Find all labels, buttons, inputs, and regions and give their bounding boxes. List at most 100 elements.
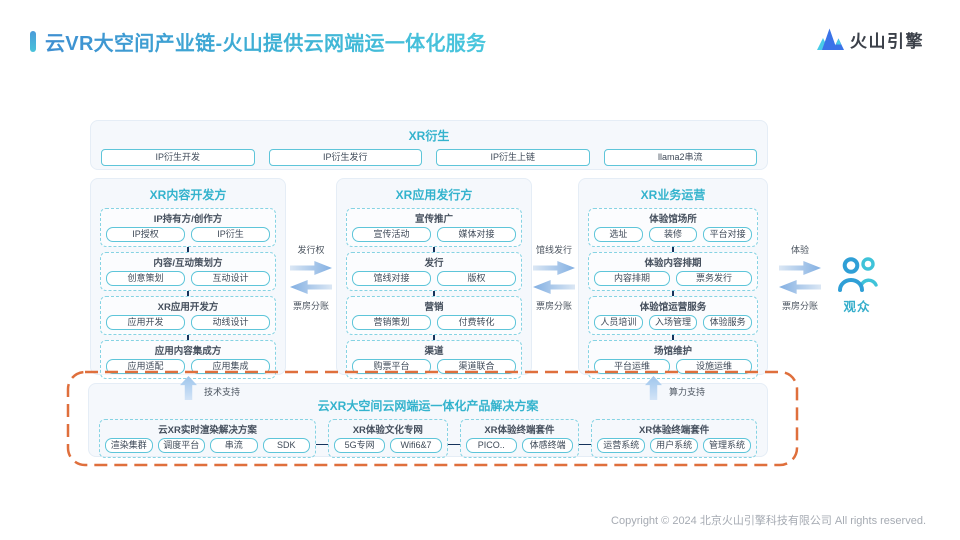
- group-item: 装修: [648, 227, 698, 242]
- flow-back-label: 票房分账: [781, 301, 818, 311]
- group-title: XR体验终端套件: [639, 425, 710, 436]
- group-app-developer: XR应用开发方 应用开发 动线设计: [100, 296, 276, 335]
- group-title: 云XR实时渲染解决方案: [158, 425, 257, 436]
- brand-logo: 火山引擎: [815, 26, 924, 52]
- group-title: 应用内容集成方: [154, 346, 222, 357]
- group-item: 应用集成: [191, 359, 270, 374]
- solution-group-rendering: 云XR实时渲染解决方案 渲染集群 调度平台 串流 SDK: [99, 419, 316, 458]
- group-item: 入场管理: [648, 315, 698, 330]
- group-item: 平台对接: [703, 227, 753, 242]
- column-xr-app-publisher: XR应用发行方 宣传推广 宣传活动 媒体对接 发行 馆线对接 版权 营销 营销策…: [336, 178, 532, 379]
- column-title: XR应用发行方: [395, 188, 473, 202]
- group-item: 5G专网: [334, 438, 386, 453]
- group-content-scheduling: 体验内容排期 内容排期 票务发行: [588, 252, 758, 291]
- group-item: 人员培训: [594, 315, 643, 330]
- group-ip-holder: IP持有方/创作方 IP授权 IP衍生: [100, 208, 276, 247]
- column-title: XR业务运营: [640, 188, 706, 202]
- group-content-planning: 内容/互动策划方 创意策划 互动设计: [100, 252, 276, 291]
- copyright-text: Copyright © 2024 北京火山引擎科技有限公司 All rights…: [611, 515, 926, 527]
- column-xr-content-developer: XR内容开发方 IP持有方/创作方 IP授权 IP衍生 内容/互动策划方 创意策…: [90, 178, 286, 379]
- group-content-integrator: 应用内容集成方 应用适配 应用集成: [100, 340, 276, 379]
- flow-forward-label: 馆线发行: [535, 245, 572, 255]
- solution-groups: 云XR实时渲染解决方案 渲染集群 调度平台 串流 SDK XR体验文化专网 5G…: [99, 419, 757, 458]
- vertical-connector: [187, 291, 189, 296]
- flow-forward-label: 体验: [790, 245, 809, 255]
- derivative-item: IP衍生发行: [268, 149, 422, 166]
- horizontal-connector: [447, 443, 460, 446]
- group-item: PICO..: [465, 438, 517, 453]
- group-item: IP衍生: [191, 227, 270, 242]
- group-item: 渠道联合: [437, 359, 516, 374]
- group-item: IP授权: [106, 227, 185, 242]
- group-title: 体验馆场所: [649, 214, 697, 225]
- solution-group-terminal: XR体验终端套件 PICO.. 体感终端: [459, 419, 580, 458]
- group-item: 体感终端: [521, 438, 574, 453]
- group-item: 选址: [594, 227, 643, 242]
- group-item: 购票平台: [352, 359, 431, 374]
- solution-group-systems: XR体验终端套件 运营系统 用户系统 管理系统: [591, 419, 757, 458]
- group-title: IP持有方/创作方: [153, 214, 223, 225]
- arrow-left-icon: [533, 280, 575, 294]
- flow-operator-to-audience: 体验 票房分账: [775, 243, 825, 312]
- solution-group-network: XR体验文化专网 5G专网 Wifi6&7: [328, 419, 448, 458]
- horizontal-connector: [316, 443, 328, 446]
- group-publishing: 发行 馆线对接 版权: [346, 252, 522, 291]
- flow-forward-label: 发行权: [297, 245, 325, 255]
- group-item: 应用适配: [106, 359, 185, 374]
- arrow-up-icon: [645, 376, 662, 400]
- arrow-right-icon: [779, 261, 821, 275]
- group-item: 用户系统: [650, 438, 699, 453]
- group-channels: 渠道 购票平台 渠道联合: [346, 340, 522, 379]
- group-title: 内容/互动策划方: [153, 258, 223, 269]
- support-label: 技术支持: [204, 387, 241, 397]
- volcano-mountain-icon: [817, 28, 844, 50]
- group-venue: 体验馆场所 选址 装修 平台对接: [588, 208, 758, 247]
- group-item: 应用开发: [106, 315, 185, 330]
- group-item: 串流: [210, 438, 258, 453]
- group-item: 动线设计: [191, 315, 270, 330]
- group-title: 体验馆运营服务: [639, 302, 707, 313]
- support-computing: 算力支持: [645, 376, 705, 400]
- group-item: 平台运维: [594, 359, 670, 374]
- derivative-item: IP衍生开发: [101, 149, 255, 166]
- audience-label: 观众: [843, 300, 871, 314]
- group-item: 馆线对接: [352, 271, 431, 286]
- brand-logo-text: 火山引擎: [850, 31, 924, 51]
- two-people-icon: [838, 257, 878, 292]
- vertical-connector: [433, 247, 435, 252]
- header: 云VR大空间产业链-火山提供云网端运一体化服务: [30, 27, 486, 56]
- group-title: 发行: [424, 258, 444, 269]
- vertical-connector: [672, 291, 674, 296]
- group-venue-maintenance: 场馆维护 平台运维 设施运维: [588, 340, 758, 379]
- group-title: 场馆维护: [653, 346, 692, 357]
- audience: 观众: [826, 253, 888, 315]
- group-title: XR应用开发方: [157, 302, 219, 313]
- support-label: 算力支持: [669, 387, 706, 397]
- derivative-item: llama2串流: [603, 149, 757, 166]
- group-item: 内容排期: [594, 271, 670, 286]
- column-xr-business-operations: XR业务运营 体验馆场所 选址 装修 平台对接 体验内容排期 内容排期 票务发行…: [578, 178, 768, 379]
- group-item: 体验服务: [703, 315, 753, 330]
- group-item: 营销策划: [352, 315, 431, 330]
- xr-derivatives-items: IP衍生开发 IP衍生发行 IP衍生上链 llama2串流: [101, 149, 757, 166]
- group-item: 调度平台: [157, 438, 205, 453]
- group-item: SDK: [262, 438, 310, 453]
- page-title: 云VR大空间产业链-火山提供云网端运一体化服务: [45, 27, 486, 56]
- vertical-connector: [672, 247, 674, 252]
- derivative-item: IP衍生上链: [436, 149, 590, 166]
- group-title: 宣传推广: [414, 214, 453, 225]
- group-item: 票务发行: [676, 271, 752, 286]
- group-item: 媒体对接: [437, 227, 516, 242]
- group-item: 互动设计: [191, 271, 270, 286]
- group-title: 体验内容排期: [644, 258, 702, 269]
- group-item: 运营系统: [597, 438, 646, 453]
- group-title: 渠道: [424, 346, 444, 357]
- group-item: 付费转化: [437, 315, 516, 330]
- vertical-connector: [187, 335, 189, 340]
- panel-xr-derivatives: XR衍生 IP衍生开发 IP衍生发行 IP衍生上链 llama2串流: [90, 120, 768, 170]
- arrow-left-icon: [779, 280, 821, 294]
- group-operation-services: 体验馆运营服务 人员培训 入场管理 体验服务: [588, 296, 758, 335]
- arrow-right-icon: [290, 261, 332, 275]
- group-marketing: 营销 营销策划 付费转化: [346, 296, 522, 335]
